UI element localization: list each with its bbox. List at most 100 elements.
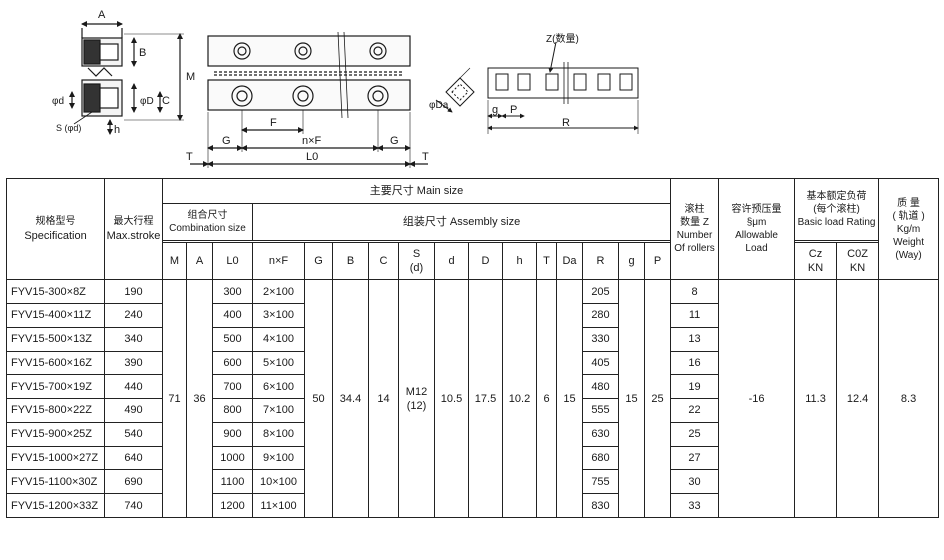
side-view xyxy=(190,31,428,168)
cell-Z: 11 xyxy=(670,303,720,328)
cell-nF: 3×100 xyxy=(252,303,305,328)
col-Da: Da xyxy=(556,242,583,281)
cell-spec: FYV15-1100×30Z xyxy=(6,469,105,495)
cell-stroke: 240 xyxy=(104,303,163,328)
cell-nF: 6×100 xyxy=(252,374,305,400)
cell-G: 50 xyxy=(304,279,333,518)
cell-S-dia: (12) xyxy=(406,399,427,412)
cell-h: 10.2 xyxy=(502,279,537,518)
cell-R: 830 xyxy=(582,493,619,518)
cell-d: 10.5 xyxy=(434,279,469,518)
cell-spec: FYV15-900×25Z xyxy=(6,421,105,447)
col-C0Z: C0Z KN xyxy=(836,242,880,281)
header-main-size: 主要尺寸 Main size xyxy=(161,178,672,204)
label-phi-D: φD xyxy=(140,96,154,107)
cell-nF: 8×100 xyxy=(252,421,305,447)
label-T-right: T xyxy=(422,151,429,163)
header-rollers-en2: Of rollers xyxy=(674,243,715,255)
cell-R: 405 xyxy=(582,350,619,376)
col-B: B xyxy=(332,242,369,281)
col-P: P xyxy=(643,242,672,281)
col-G: G xyxy=(304,242,333,281)
cell-spec: FYV15-800×22Z xyxy=(6,398,105,423)
table-row: FYV15-400×11Z 240 400 3×100 280 11 xyxy=(6,303,939,328)
col-d: d xyxy=(434,242,469,281)
col-D: D xyxy=(468,242,503,281)
label-G-right: G xyxy=(390,135,399,147)
label-h: h xyxy=(114,124,120,136)
header-spec-en: Specification xyxy=(24,230,87,243)
table-row: FYV15-600×16Z 390 600 5×100 405 16 xyxy=(6,350,939,376)
cell-R: 480 xyxy=(582,374,619,400)
header-weight-cn1: 质 量 xyxy=(897,197,920,209)
header-rollers: 滚柱 数量 Z Number Of rollers xyxy=(670,177,720,281)
header-weight-cn2: ( 轨道 ) xyxy=(892,210,925,222)
label-g: g xyxy=(492,104,498,116)
cell-Z: 19 xyxy=(670,374,720,400)
label-C: C xyxy=(162,95,170,107)
table-row: FYV15-300×8Z 190 71 36 300 2×100 50 34.4… xyxy=(6,279,940,518)
col-M: M xyxy=(162,242,187,281)
col-S: S (d) xyxy=(398,242,435,281)
cell-Z: 16 xyxy=(670,350,720,376)
header-combo-cn: 组合尺寸 xyxy=(187,209,228,221)
cell-stroke: 640 xyxy=(104,445,163,471)
cell-A: 36 xyxy=(186,279,213,518)
cell-spec: FYV15-400×11Z xyxy=(6,303,105,328)
label-F: F xyxy=(270,117,277,129)
cell-R: 755 xyxy=(582,469,619,495)
cell-M: 71 xyxy=(162,279,187,518)
col-h: h xyxy=(502,242,537,281)
roller-detail xyxy=(435,67,475,113)
cell-L0: 600 xyxy=(212,350,253,376)
label-T-left: T xyxy=(186,151,193,163)
cell-Cz: 11.3 xyxy=(794,279,838,518)
header-combo-en: Combination size xyxy=(169,222,246,234)
cell-stroke: 490 xyxy=(104,398,163,423)
cell-L0: 700 xyxy=(212,374,253,400)
header-load-rating: 基本额定负荷 (每个滚柱) Basic load Rating xyxy=(794,178,880,241)
label-P: P xyxy=(510,104,517,116)
cell-P: 25 xyxy=(643,279,672,518)
table-row: FYV15-500×13Z 340 500 4×100 330 13 xyxy=(6,326,939,352)
cell-Z: 13 xyxy=(670,326,720,352)
specification-table: 规格型号 Specification 最大行程 Max.stroke 主要尺寸 … xyxy=(6,177,940,518)
cell-Z: 22 xyxy=(670,398,720,423)
header-stroke-en: Max.stroke xyxy=(106,230,161,243)
col-C0Z-symbol: C0Z xyxy=(847,248,868,261)
header-load-cn2: (每个滚柱) xyxy=(813,204,860,215)
cell-C: 14 xyxy=(368,279,399,518)
cell-L0: 300 xyxy=(212,279,253,305)
label-G-left: G xyxy=(222,135,231,147)
label-S: S (φd) xyxy=(56,123,81,133)
cell-preload: -16 xyxy=(718,279,796,518)
col-Cz-symbol: Cz xyxy=(808,248,823,261)
header-rollers-en1: Number xyxy=(676,230,713,242)
label-nF: n×F xyxy=(302,135,322,147)
cell-Z: 25 xyxy=(670,421,720,447)
cell-stroke: 540 xyxy=(104,421,163,447)
label-Da: φDa xyxy=(429,100,449,111)
header-weight-way: (Way) xyxy=(895,249,922,261)
cell-spec: FYV15-300×8Z xyxy=(6,279,105,305)
cross-section-view xyxy=(69,21,184,135)
header-load-cn1: 基本额定负荷 xyxy=(806,191,867,202)
header-rollers-cn: 滚柱 xyxy=(684,204,705,216)
table-row: FYV15-1100×30Z 690 1100 10×100 755 30 xyxy=(6,469,939,495)
cell-Da: 15 xyxy=(556,279,583,518)
header-preload: 容许预压量 §μm Allowable Load xyxy=(718,177,796,281)
cell-L0: 1100 xyxy=(212,469,253,495)
header-load-en: Basic load Rating xyxy=(797,217,876,228)
table-row: FYV15-1200×33Z 740 1200 11×100 830 33 xyxy=(6,493,939,518)
table-row: FYV15-800×22Z 490 800 7×100 555 22 xyxy=(6,398,939,423)
cell-g: 15 xyxy=(618,279,645,518)
cell-spec: FYV15-1200×33Z xyxy=(6,493,105,518)
header-combination-size: 组合尺寸 Combination size xyxy=(162,202,253,242)
label-L0: L0 xyxy=(306,151,318,163)
cell-C0Z: 12.4 xyxy=(836,279,880,518)
cell-stroke: 690 xyxy=(104,469,163,495)
cell-T: 6 xyxy=(536,279,557,518)
col-T: T xyxy=(536,242,557,281)
table-row: FYV15-900×25Z 540 900 8×100 630 25 xyxy=(6,421,939,447)
cell-L0: 900 xyxy=(212,421,253,447)
